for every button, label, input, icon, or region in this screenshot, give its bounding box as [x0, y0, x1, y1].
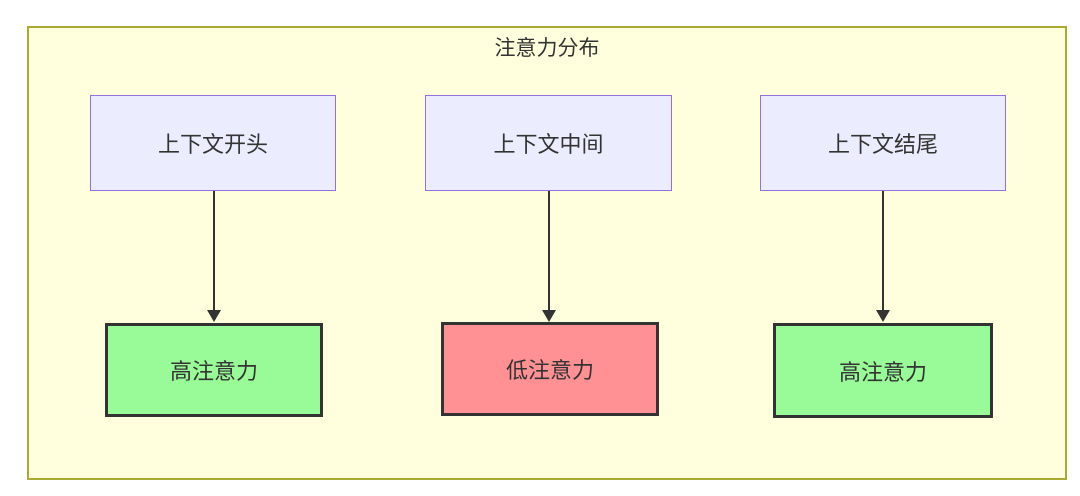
node-label: 上下文结尾 — [827, 132, 938, 157]
node-high-attention-right: 高注意力 — [773, 323, 993, 418]
node-label: 低注意力 — [505, 358, 594, 383]
node-context-end: 上下文结尾 — [760, 95, 1006, 191]
arrow-beginning-to-high-attention — [207, 191, 221, 322]
node-context-beginning: 上下文开头 — [90, 95, 336, 191]
node-label: 上下文中间 — [493, 132, 604, 157]
diagram-title: 注意力分布 — [494, 37, 600, 60]
node-context-middle: 上下文中间 — [425, 95, 672, 191]
node-low-attention: 低注意力 — [441, 322, 659, 416]
node-label: 高注意力 — [838, 359, 927, 385]
node-high-attention-left: 高注意力 — [105, 323, 323, 417]
node-label: 上下文开头 — [157, 132, 268, 157]
node-label: 高注意力 — [169, 359, 258, 384]
attention-distribution-cluster: 注意力分布 上下文开头 上下文中间 上下文结尾 高注意力 低注意力 高注意力 — [27, 26, 1067, 480]
arrow-end-to-high-attention — [876, 191, 890, 322]
arrow-middle-to-low-attention — [542, 191, 556, 322]
